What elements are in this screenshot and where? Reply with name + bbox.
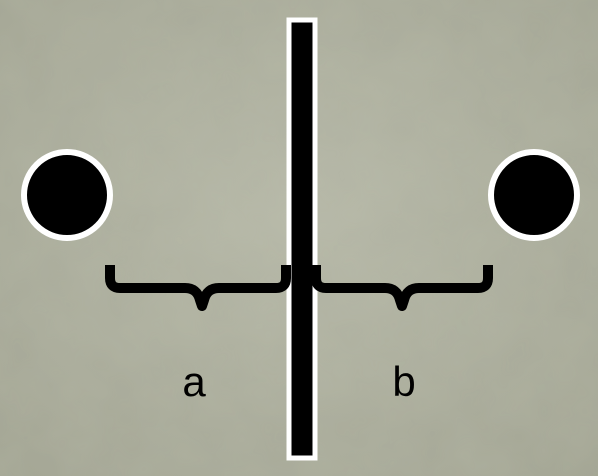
left-particle — [21, 149, 113, 241]
left-brace — [105, 265, 291, 311]
barrier — [286, 17, 318, 461]
right-brace — [311, 265, 493, 311]
label-b: b — [392, 358, 415, 405]
right-particle — [488, 149, 580, 241]
label-a: a — [182, 358, 206, 405]
